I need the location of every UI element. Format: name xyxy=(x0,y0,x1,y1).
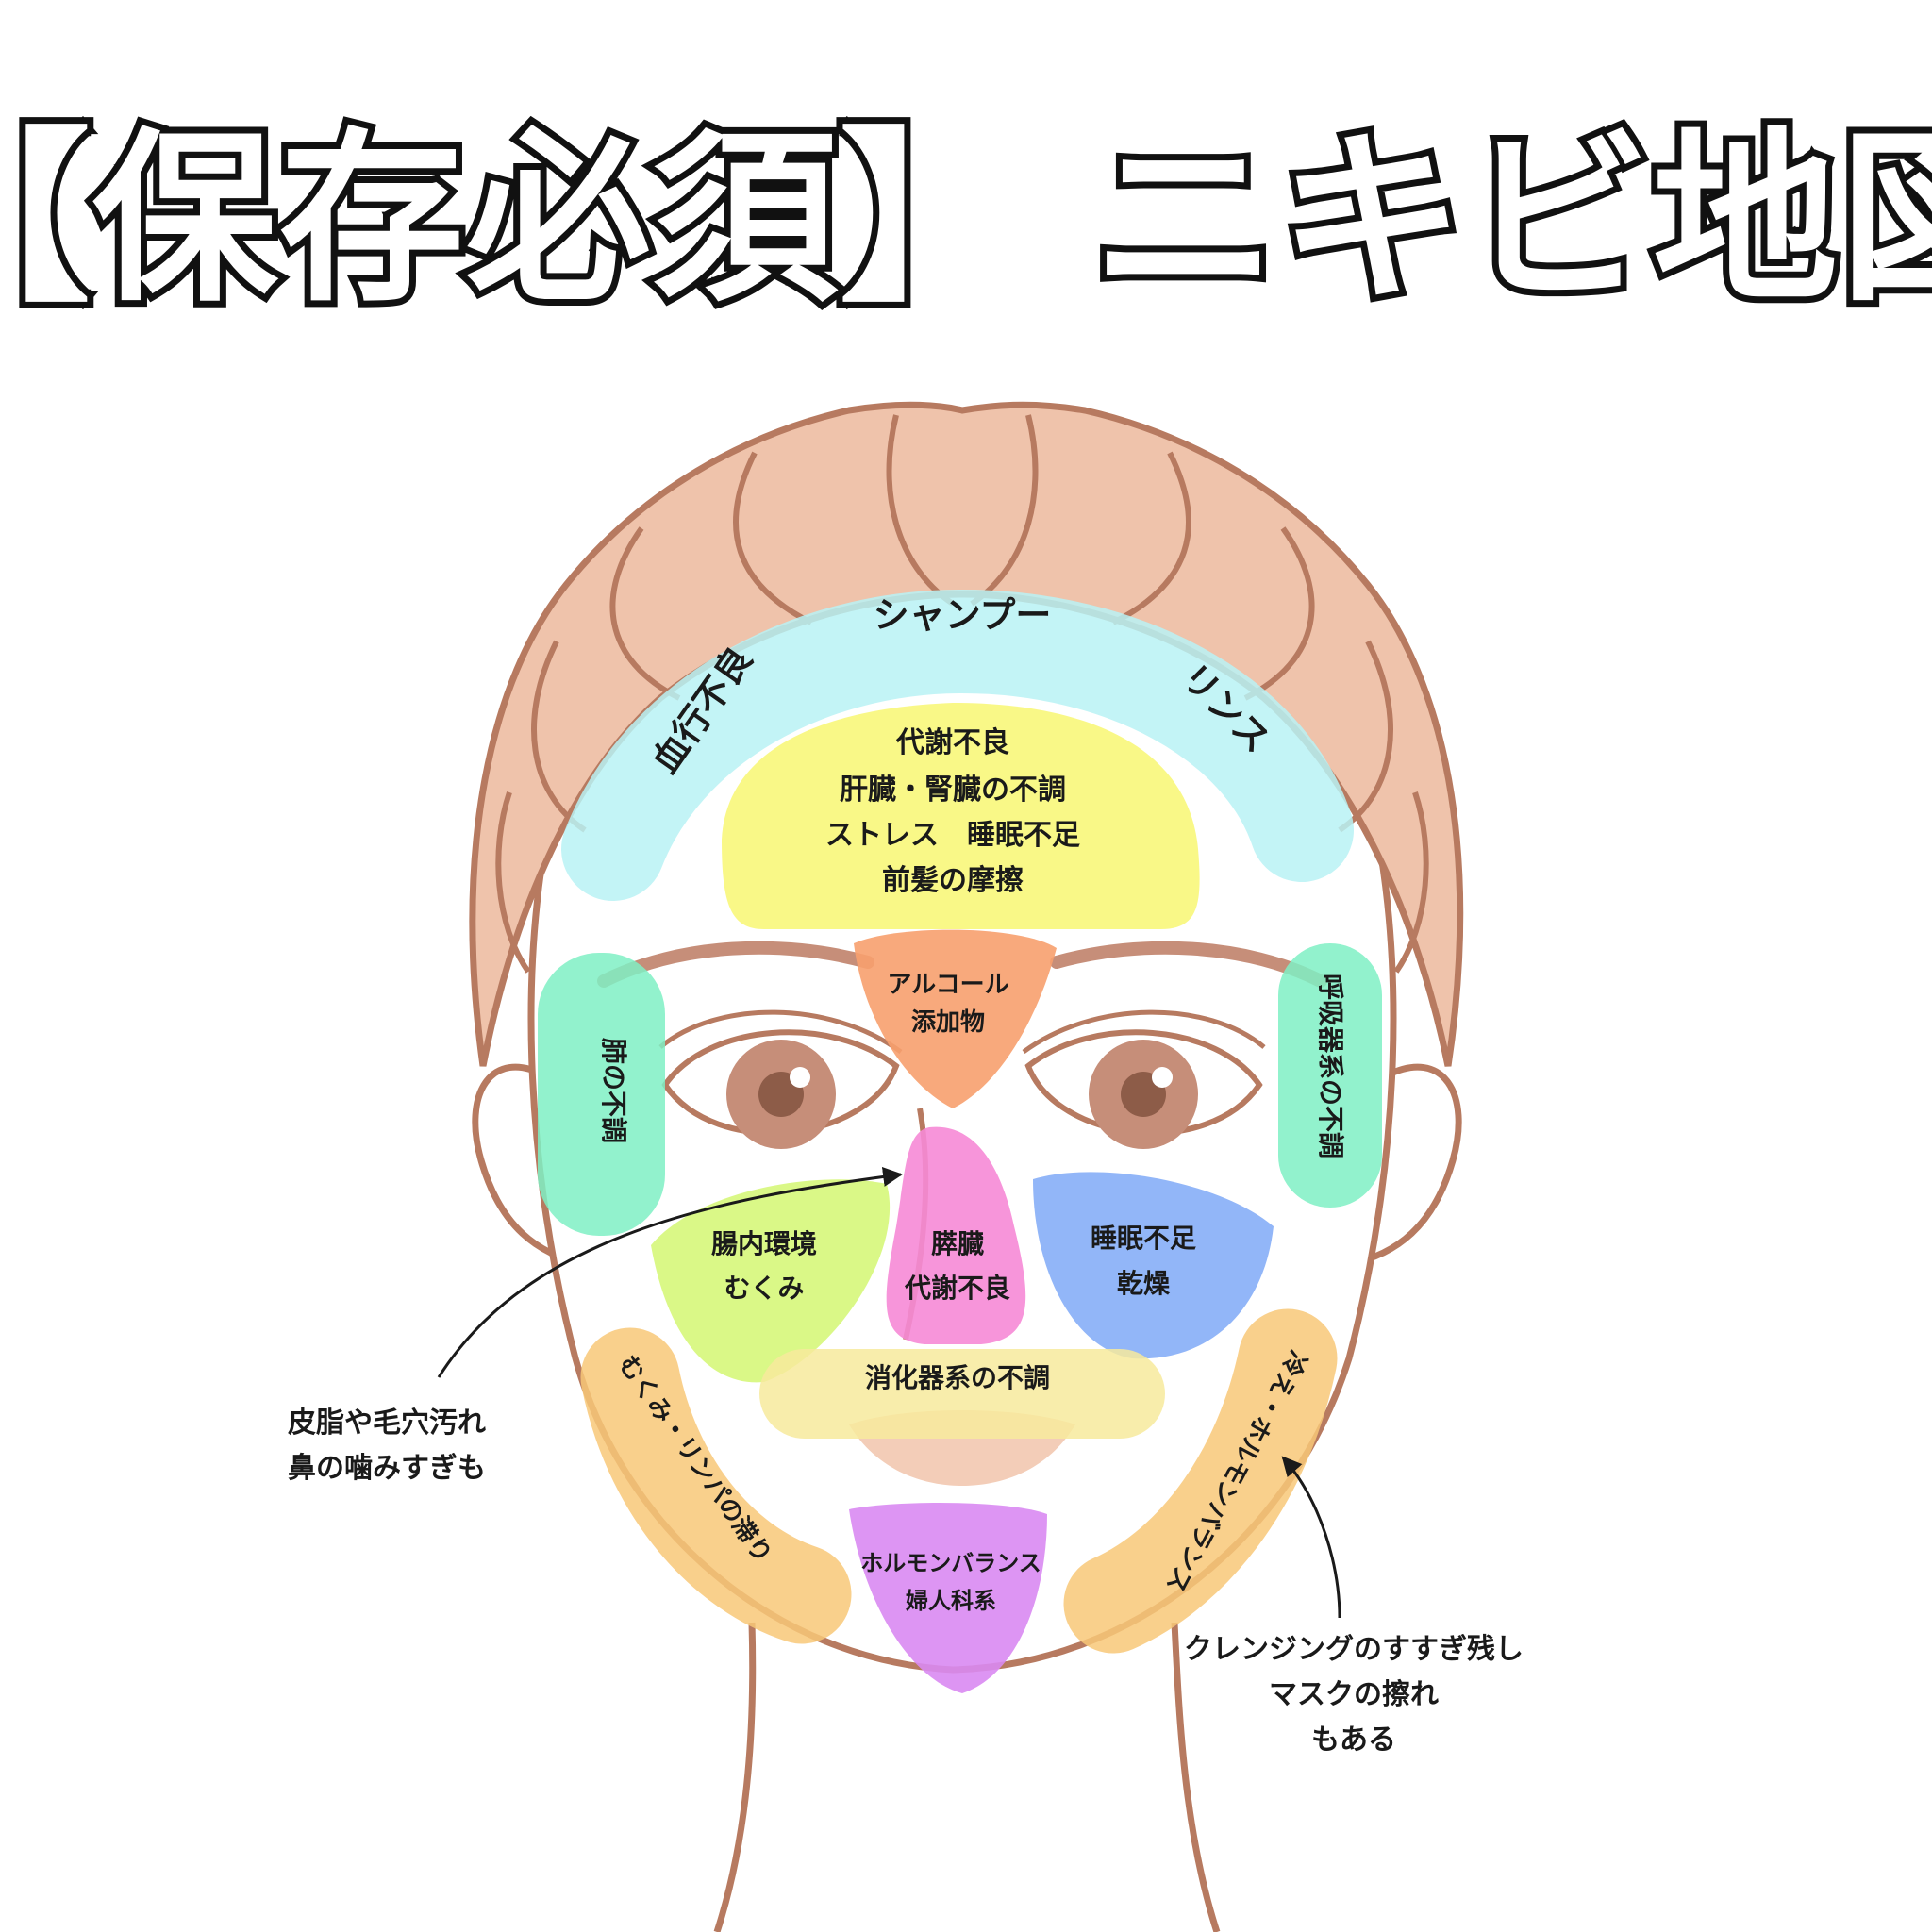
label-temple-right: 呼吸器系の不調 xyxy=(1315,974,1346,1158)
label-chin-2: 婦人科系 xyxy=(905,1588,996,1614)
page-title: 【保存必須】 ニキビ地図 xyxy=(0,90,1932,334)
eye-right xyxy=(1022,1009,1266,1149)
note-jaw-line-3: もある xyxy=(1311,1724,1396,1757)
title-text: 【保存必須】 ニキビ地図 xyxy=(0,106,1932,334)
label-nose-1: 膵臓 xyxy=(931,1228,984,1259)
label-glabella-1: アルコール xyxy=(887,971,1008,999)
arrow-jaw-note xyxy=(1281,1456,1341,1619)
zone-forehead xyxy=(722,703,1200,929)
eye-left xyxy=(658,1009,903,1149)
note-nose-line-1: 皮脂や毛穴汚れ xyxy=(288,1407,486,1440)
label-forehead-1: 代謝不良 xyxy=(895,726,1009,759)
label-cheek-left-2: むくみ xyxy=(724,1273,804,1304)
label-glabella-2: 添加物 xyxy=(911,1008,985,1037)
label-cheek-left-1: 腸内環境 xyxy=(711,1228,817,1259)
label-mouth: 消化器系の不調 xyxy=(865,1362,1050,1393)
zone-cheek-left xyxy=(651,1179,891,1383)
note-nose: 皮脂や毛穴汚れ 鼻の噛みすぎも xyxy=(245,1401,528,1491)
note-jaw-line-2: マスクの擦れ xyxy=(1269,1678,1439,1711)
zone-cheek-right xyxy=(1033,1172,1274,1359)
label-cheek-right-1: 睡眠不足 xyxy=(1091,1223,1196,1254)
label-chin-1: ホルモンバランス xyxy=(860,1550,1041,1576)
zone-temple-right xyxy=(1278,943,1382,1208)
zone-chin xyxy=(849,1503,1047,1693)
label-forehead-3: ストレス 睡眠不足 xyxy=(825,819,1080,852)
label-temple-left: 肺の不調 xyxy=(598,1038,629,1143)
label-hairline-top: シャンプー xyxy=(874,594,1052,636)
label-forehead-4: 前髪の摩擦 xyxy=(882,864,1024,897)
zone-jaw-right xyxy=(1063,1308,1338,1654)
zone-hairline xyxy=(561,589,1354,901)
neck xyxy=(713,1622,1221,1932)
zone-glabella xyxy=(854,929,1057,1108)
zone-temple-left xyxy=(538,953,665,1236)
note-nose-line-2: 鼻の噛みすぎも xyxy=(288,1452,486,1485)
label-cheek-right-2: 乾燥 xyxy=(1117,1268,1171,1299)
arrow-nose-note xyxy=(437,1166,904,1378)
note-jaw: クレンジングのすすぎ残し マスクの擦れ もある xyxy=(1165,1627,1542,1763)
zone-mouth xyxy=(759,1349,1165,1439)
zone-nose xyxy=(886,1126,1026,1344)
label-nose-2: 代謝不良 xyxy=(904,1273,1010,1304)
note-jaw-line-1: クレンジングのすすぎ残し xyxy=(1184,1633,1524,1666)
zone-jaw-left xyxy=(580,1327,852,1644)
label-forehead-2: 肝臓・腎臓の不調 xyxy=(840,774,1066,807)
